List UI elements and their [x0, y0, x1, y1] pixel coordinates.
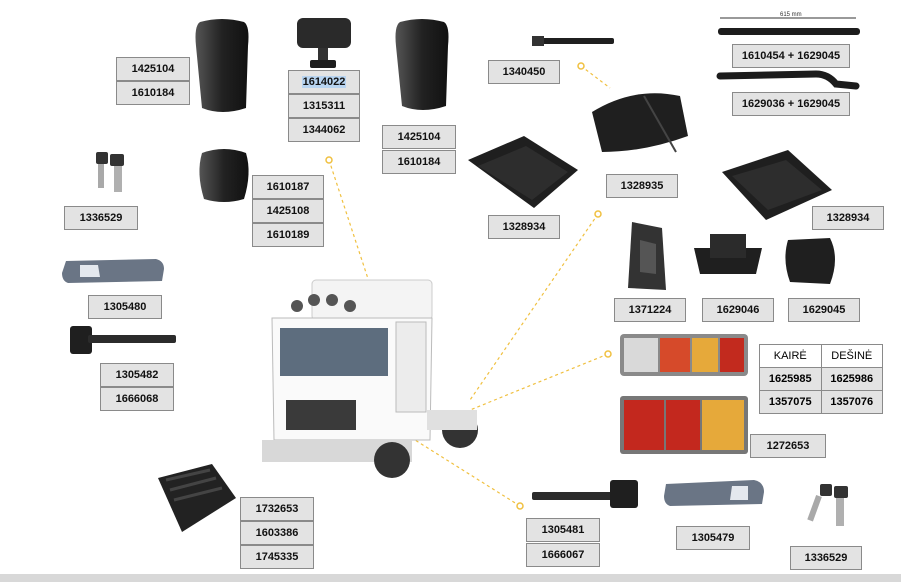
label-mirror-right-1: 1425104: [382, 125, 456, 149]
bracket-a-image: [628, 222, 666, 290]
fender-left-image: [468, 136, 578, 208]
label-door-handle-left-2: 1666068: [100, 387, 174, 411]
label-step-3: 1745335: [240, 545, 314, 569]
wide-angle-mirror-image: [297, 18, 351, 68]
table-cell-r2-left: 1357075: [759, 390, 822, 414]
handle-recess-right-image: [664, 480, 764, 506]
label-step-1: 1732653: [240, 497, 314, 521]
rod-dimension: 615 mm: [780, 12, 802, 18]
label-mirror-center-2: 1315311: [288, 94, 360, 118]
label-door-handle-right-1: 1305481: [526, 518, 600, 542]
label-bracket-a: 1371224: [614, 298, 686, 322]
tail-lamp-upper-image: [620, 334, 748, 376]
table-header-right: DEŠINĖ: [820, 344, 883, 368]
truck-image: [262, 279, 478, 478]
label-rod-2: 1629036 + 1629045: [732, 92, 850, 116]
label-handle-recess-left: 1305480: [88, 295, 162, 319]
table-cell-r2-right: 1357076: [820, 390, 883, 414]
label-mirror-right-2: 1610184: [382, 150, 456, 174]
label-door-handle-left-1: 1305482: [100, 363, 174, 387]
label-fender-right: 1328934: [812, 206, 884, 230]
fender-bracket-image: [532, 36, 614, 46]
label-mirror-left-2: 1610184: [116, 81, 190, 105]
label-bracket-b: 1629046: [702, 298, 774, 322]
label-keys-right: 1336529: [790, 546, 862, 570]
table-cell-r1-right: 1625986: [820, 367, 883, 391]
large-mirror-left-image: [195, 19, 249, 112]
bottom-bar: [0, 574, 901, 582]
fender-top-image: [592, 93, 688, 153]
label-door-handle-right-2: 1666067: [526, 543, 600, 567]
bracket-b-image: [694, 234, 762, 274]
table-header-left: KAIRĖ: [759, 344, 822, 368]
label-lamp-single: 1272653: [750, 434, 826, 458]
label-fender-top: 1328935: [606, 174, 678, 198]
label-handle-recess-right: 1305479: [676, 526, 750, 550]
door-handle-left-image: [70, 326, 176, 354]
label-mirror-center-1: 1614022: [288, 70, 360, 94]
label-rod-1: 1610454 + 1629045: [732, 44, 850, 68]
table-cell-r1-left: 1625985: [759, 367, 822, 391]
fender-right-image: [722, 150, 832, 220]
label-bracket-c: 1629045: [788, 298, 860, 322]
label-mirror-center-1-text: 1614022: [301, 76, 347, 88]
label-step-2: 1603386: [240, 521, 314, 545]
keys-right-image: [807, 484, 848, 526]
keys-left-image: [96, 152, 124, 192]
label-keys-left: 1336529: [64, 206, 138, 230]
label-mirror-center-3: 1344062: [288, 118, 360, 142]
rod-straight-image: [718, 17, 860, 35]
step-image: [158, 464, 236, 532]
large-mirror-right-image: [395, 19, 449, 110]
label-small-mirror-2: 1425108: [252, 199, 324, 223]
door-handle-right-image: [532, 480, 638, 508]
ramp-mirror-image: [199, 149, 249, 202]
rod-bent-image: [716, 70, 860, 90]
label-small-mirror-1: 1610187: [252, 175, 324, 199]
handle-recess-left-image: [62, 259, 164, 283]
label-fender-bracket: 1340450: [488, 60, 560, 84]
label-fender-left: 1328934: [488, 215, 560, 239]
label-mirror-left-1: 1425104: [116, 57, 190, 81]
label-small-mirror-3: 1610189: [252, 223, 324, 247]
tail-lamp-lower-image: [620, 396, 748, 454]
bracket-c-image: [785, 238, 835, 284]
tail-lamp-table: KAIRĖ DEŠINĖ 1625985 1625986 1357075 135…: [759, 344, 883, 414]
